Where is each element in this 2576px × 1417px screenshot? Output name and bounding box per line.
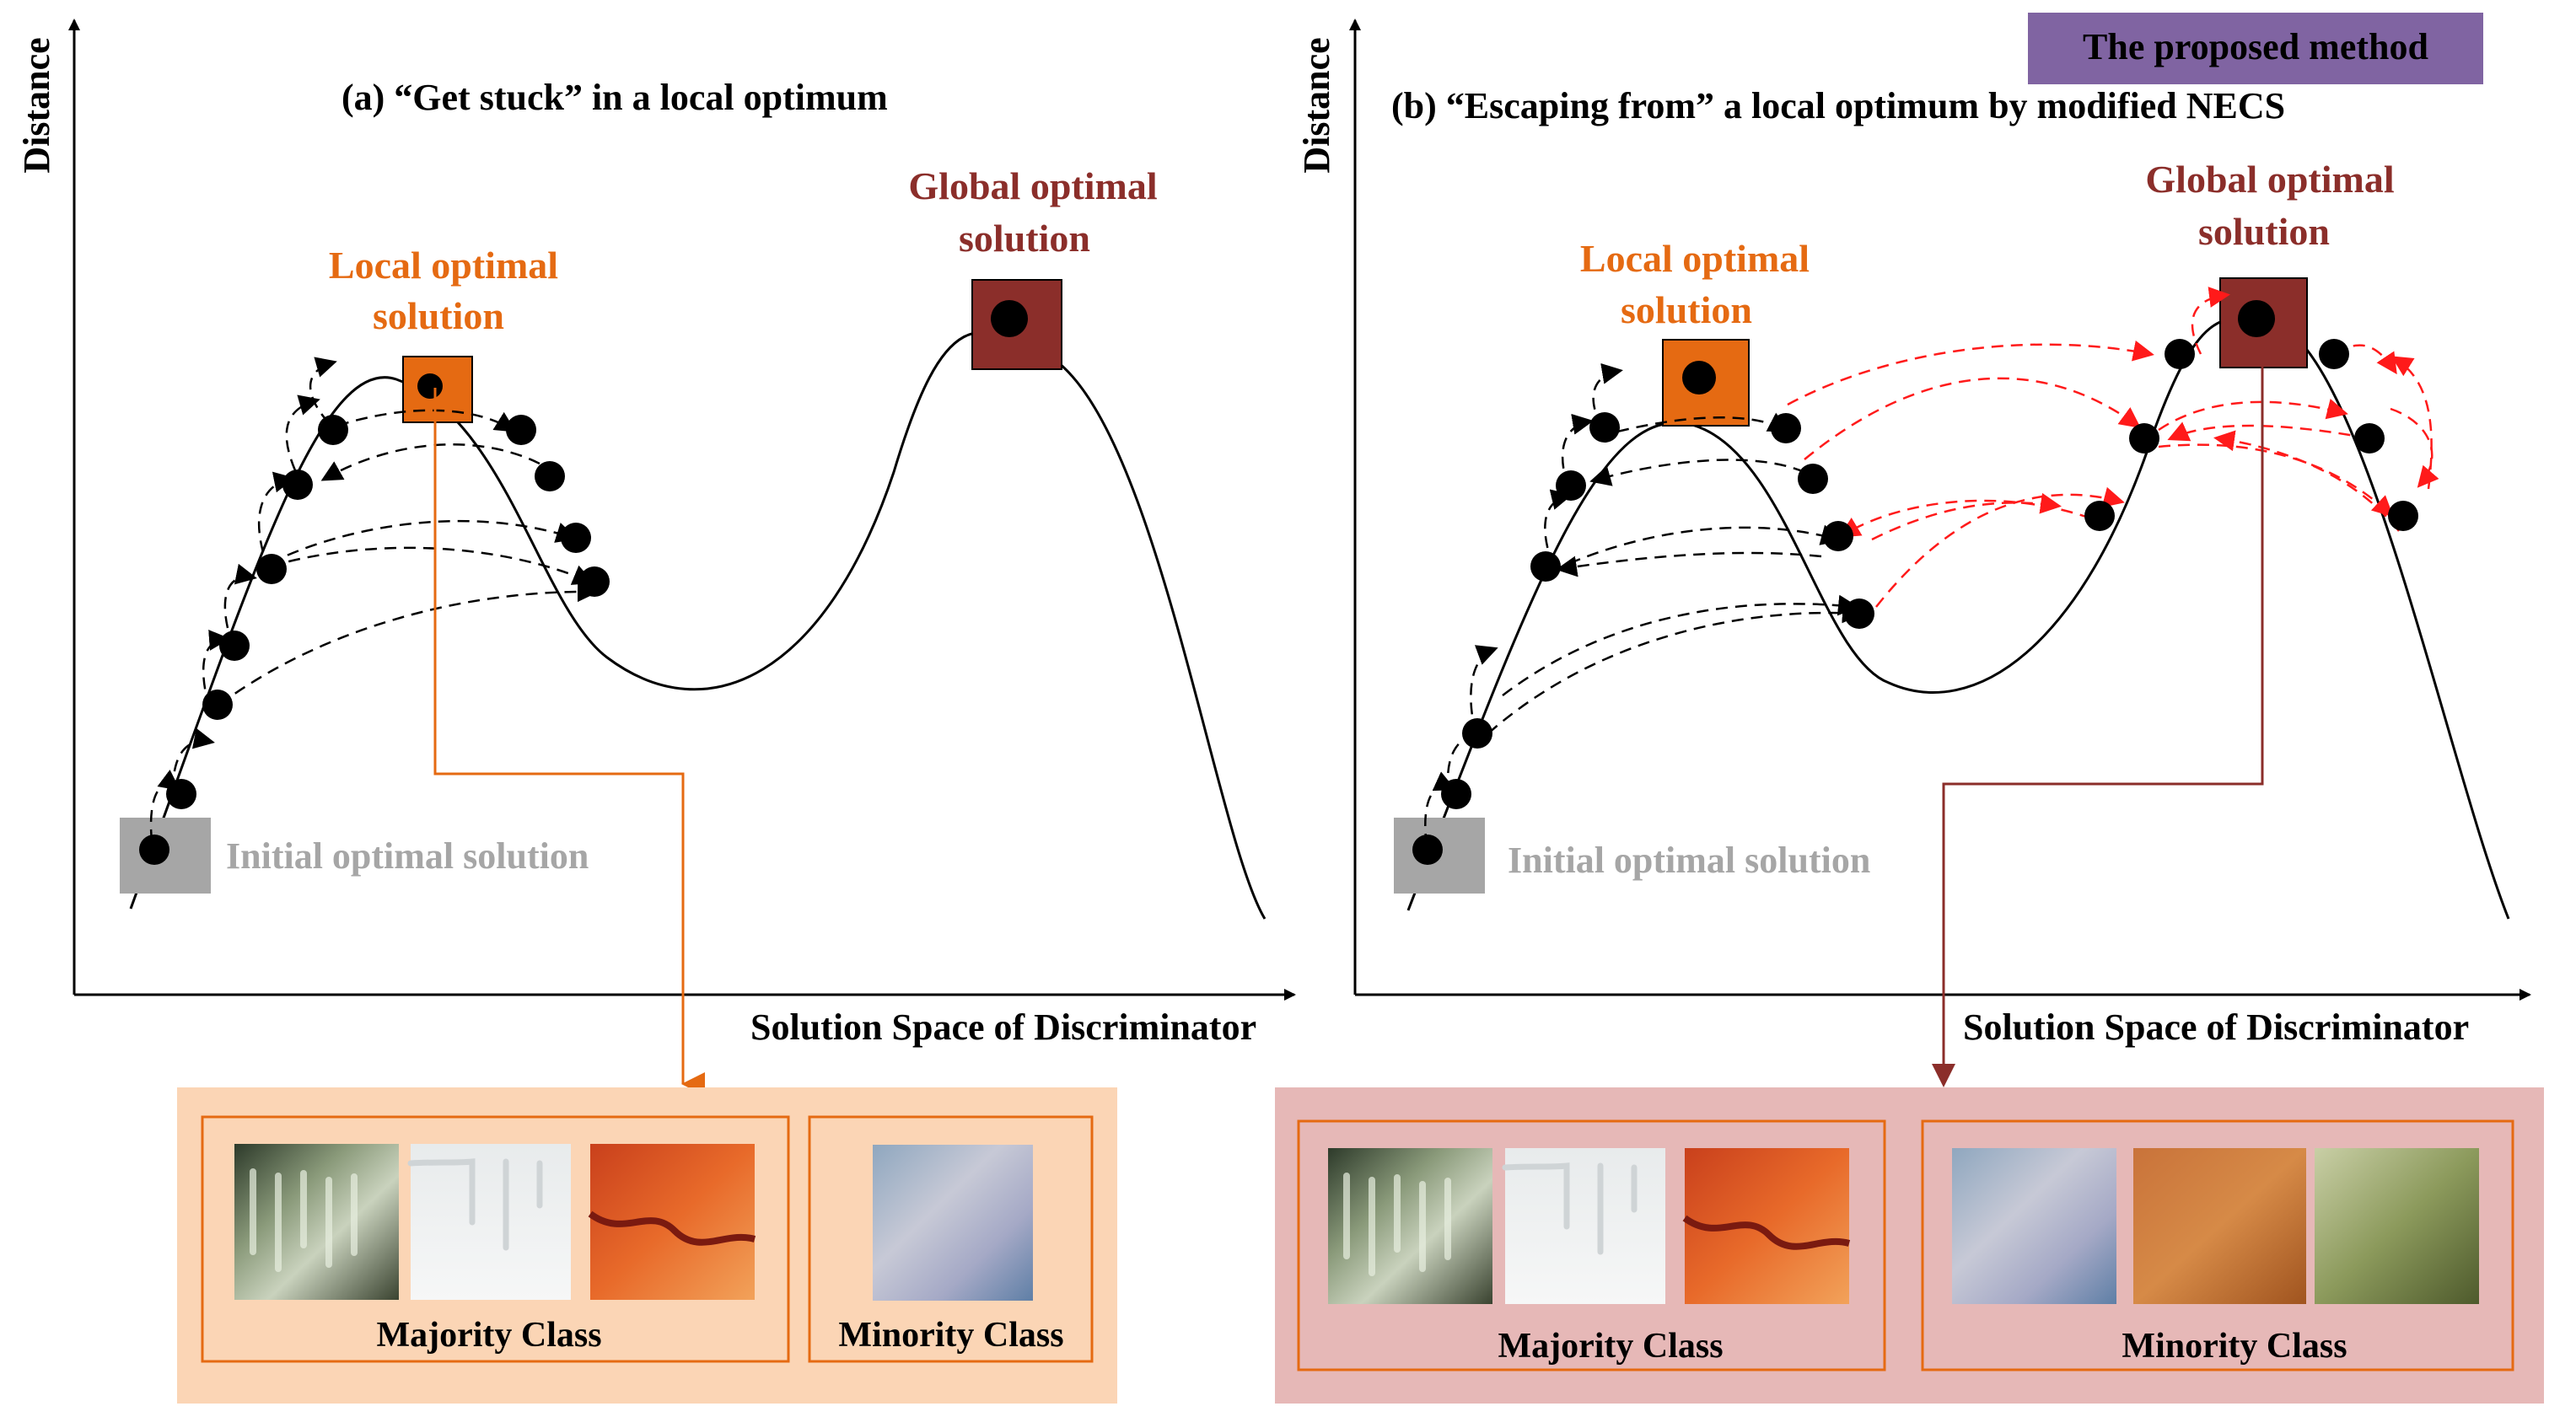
majority-frame-b: [1297, 1119, 1886, 1371]
local-label-a-line2: solution: [373, 294, 504, 337]
panel-b: The proposed method Distance Solution Sp…: [1275, 13, 2544, 1404]
connector-b-head: [1932, 1064, 1955, 1087]
thumbnail-a-blue-glass: [873, 1145, 1033, 1301]
connector-a: [433, 388, 705, 1096]
search-arrows-b-red: [1787, 287, 2439, 608]
proposed-badge: [2028, 13, 2483, 84]
solution-dots-b: [1412, 300, 2418, 865]
minority-frame-b: [1921, 1119, 2514, 1371]
thumbnail-b-green-texture: [2315, 1148, 2479, 1304]
panel-a: Distance Solution Space of Discriminator…: [16, 19, 1296, 1404]
x-axis-label-a: Solution Space of Discriminator: [750, 1006, 1256, 1048]
minority-frame-a: [808, 1115, 1094, 1363]
initial-label-a: Initial optimal solution: [226, 835, 589, 877]
majority-frame-a: [201, 1115, 790, 1363]
connector-b: [1942, 337, 2264, 1084]
thumbnail-b-blue-glass: [1952, 1148, 2116, 1304]
proposed-badge-text: The proposed method: [2083, 26, 2428, 67]
initial-label-b: Initial optimal solution: [1508, 840, 1870, 881]
majority-label-b: Majority Class: [1498, 1327, 1723, 1366]
thumbnail-b-red-wave: [1682, 1148, 1851, 1304]
minority-label-a: Minority Class: [838, 1316, 1063, 1355]
majority-label-a: Majority Class: [376, 1316, 601, 1355]
local-label-b-line1: Local optimal: [1580, 237, 1810, 280]
local-label-b-line2: solution: [1621, 288, 1752, 331]
thumbnail-b-white-drip: [1502, 1148, 1665, 1304]
thumbnail-a-white-drip: [407, 1144, 571, 1300]
global-label-b-line2: solution: [2198, 210, 2330, 253]
minority-label-b: Minority Class: [2122, 1327, 2347, 1366]
local-label-a-line1: Local optimal: [329, 244, 558, 287]
y-axis-label-b: Distance: [1296, 37, 1337, 173]
title-b: (b) “Escaping from” a local optimum by m…: [1391, 85, 2285, 126]
global-label-a-line1: Global optimal: [908, 164, 1157, 207]
thumbnail-b-glass-drip: [1328, 1148, 1492, 1304]
global-label-a-line2: solution: [959, 217, 1090, 260]
solution-dots-a: [139, 300, 1028, 865]
thumbnail-a-glass-drip: [234, 1144, 399, 1300]
thumbnail-b-brown-texture: [2133, 1148, 2306, 1304]
y-axis-label-a: Distance: [16, 37, 57, 173]
x-axis-label-b: Solution Space of Discriminator: [1963, 1006, 2469, 1048]
title-a: (a) “Get stuck” in a local optimum: [341, 77, 888, 118]
curve-a: [129, 330, 1266, 920]
global-label-b-line1: Global optimal: [2145, 158, 2394, 201]
curve-b: [1406, 316, 2510, 920]
thumbnail-a-red-wave: [588, 1144, 756, 1300]
search-arrows-b-black: [1424, 362, 1863, 846]
search-arrows-a: [149, 357, 599, 842]
